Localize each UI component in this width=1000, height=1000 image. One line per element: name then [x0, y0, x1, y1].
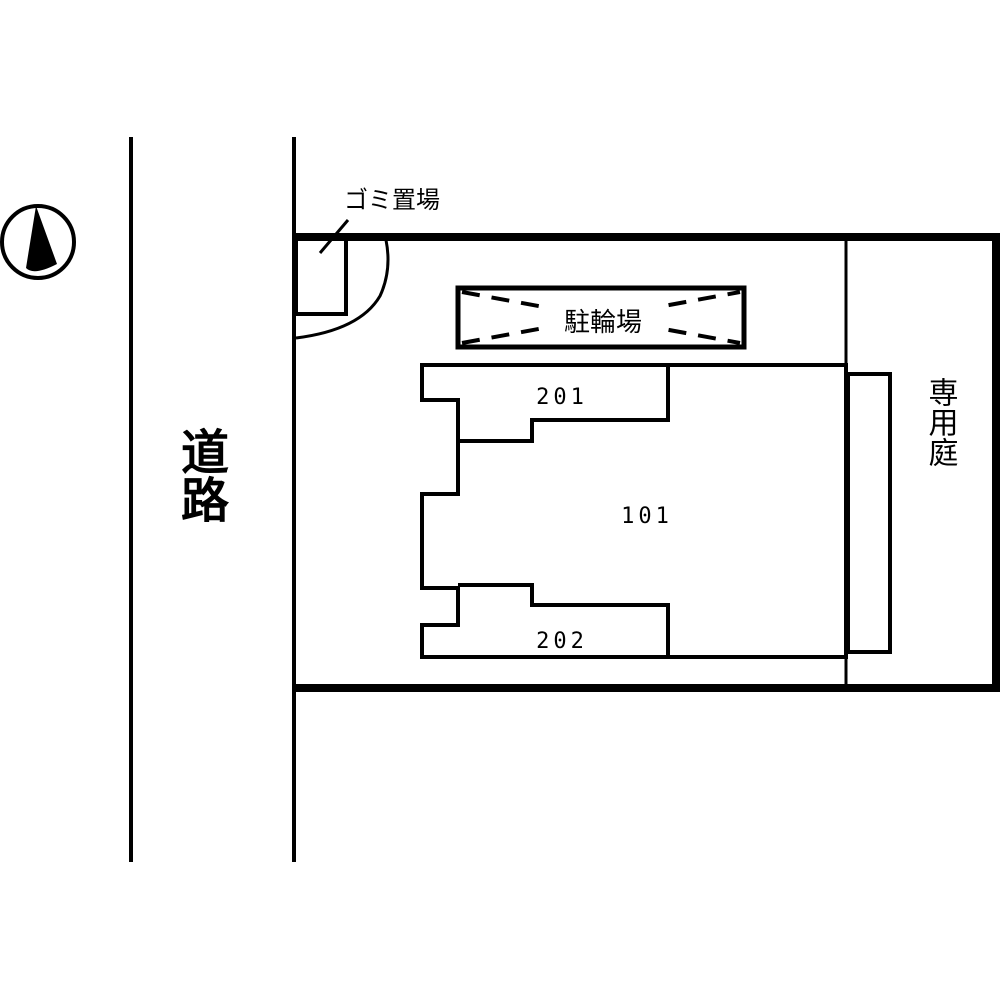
- bicycle-parking-label: 駐輪場: [564, 308, 642, 338]
- garbage-area: [294, 219, 390, 340]
- garbage-leader-line: [318, 219, 350, 254]
- unit-101-label: 101: [621, 504, 673, 529]
- garden-terrace: [846, 372, 892, 654]
- unit-201-boundary: [458, 365, 670, 443]
- north-arrow-icon: [0, 204, 76, 280]
- private-garden-label: 専用庭: [923, 377, 959, 467]
- bicycle-parking: [455, 285, 747, 350]
- bicycle-parking-cross-1: [461, 290, 741, 345]
- building: [420, 363, 892, 659]
- garbage-door-arc: [295, 239, 390, 340]
- bicycle-parking-cross-2: [461, 290, 741, 345]
- unit-202-label: 202: [536, 629, 588, 654]
- garbage-area-label: ゴミ置場: [344, 186, 440, 214]
- unit-202-boundary: [458, 583, 670, 657]
- building-outline: [420, 363, 848, 659]
- road-label: 道路: [172, 427, 229, 523]
- site-boundary: [294, 233, 1000, 692]
- unit-201-label: 201: [536, 385, 588, 410]
